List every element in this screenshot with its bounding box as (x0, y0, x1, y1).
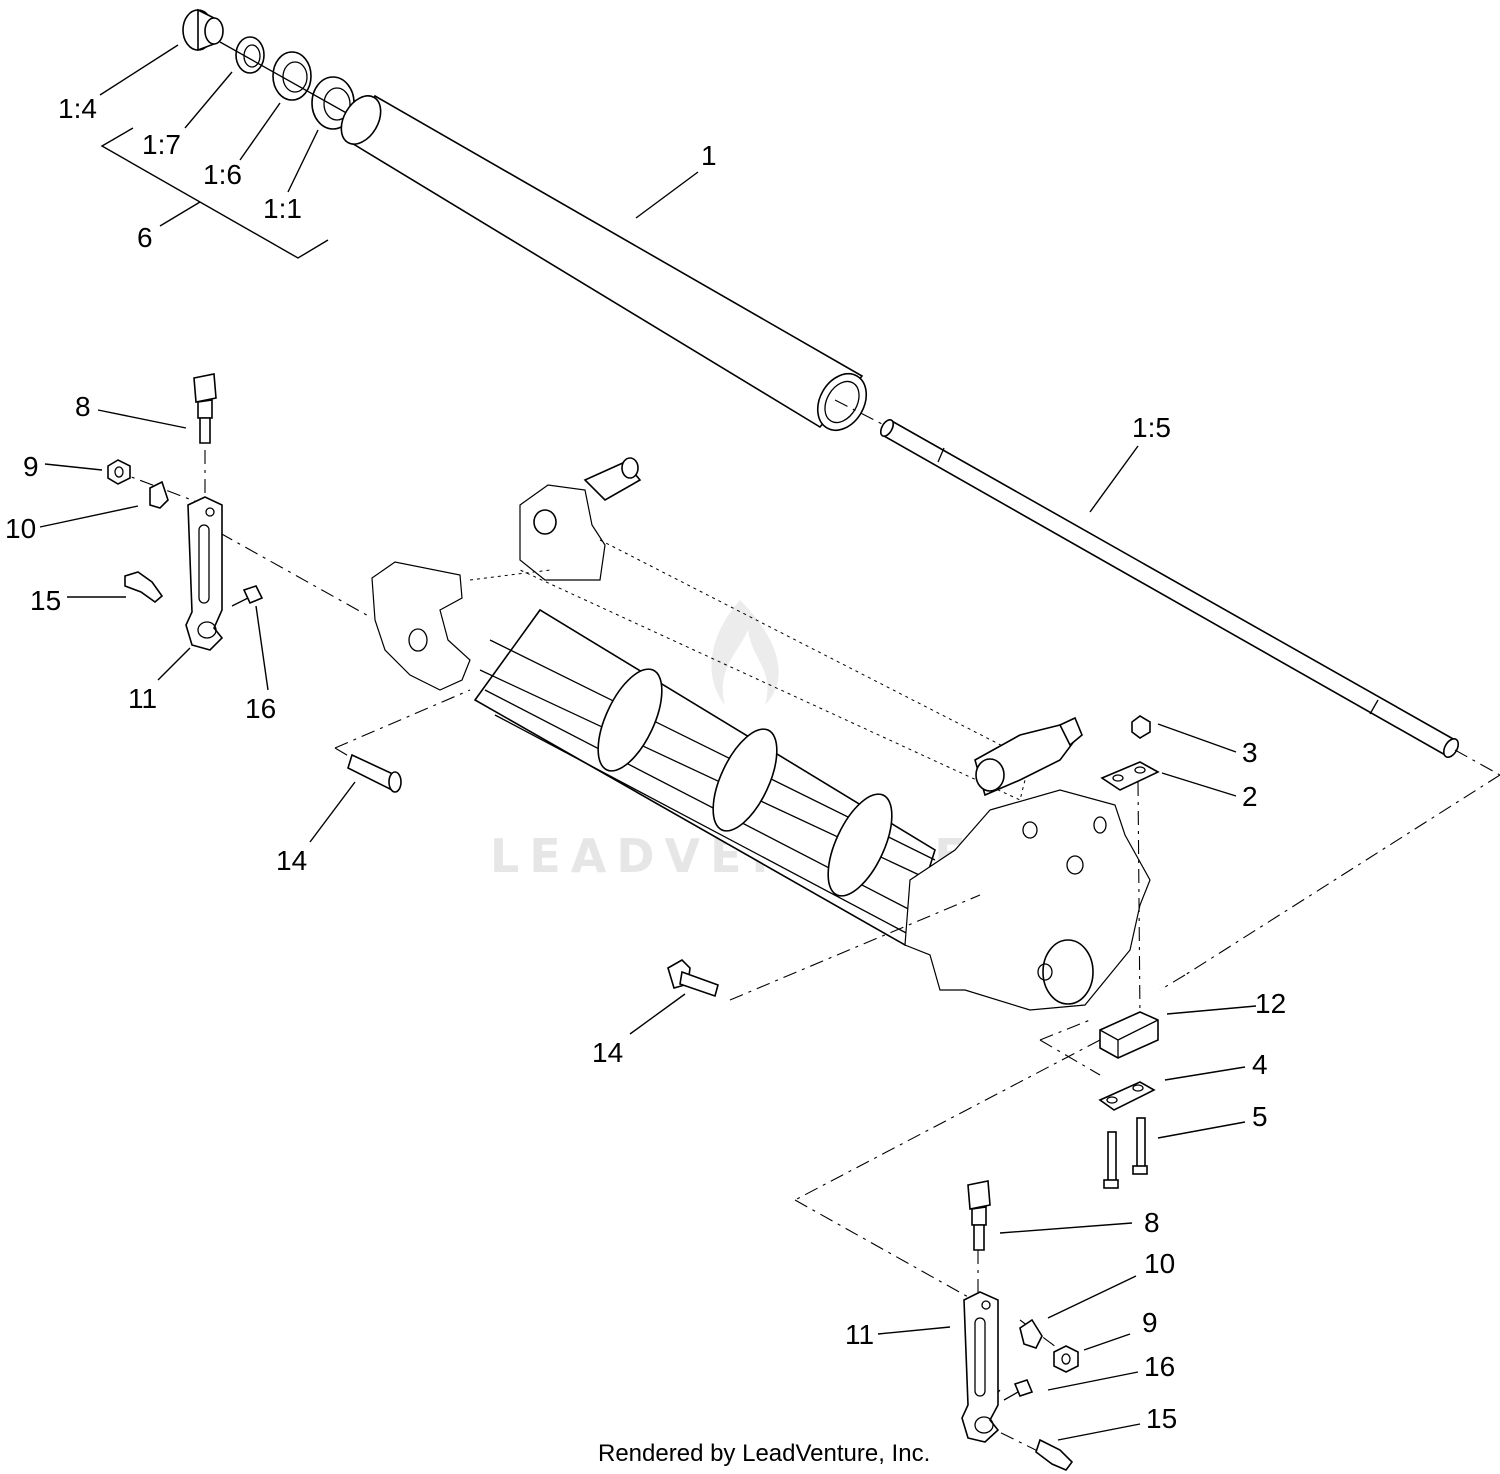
part-15-stud-bottom (1035, 1438, 1074, 1471)
callout-1: 1 (701, 140, 717, 171)
part-10-washer-bottom (1019, 1318, 1043, 1349)
leader-lines (39, 44, 1257, 1441)
watermark-flame-icon (711, 600, 779, 705)
callout-9-bottom: 9 (1142, 1307, 1158, 1338)
callout-1-1: 1:1 (263, 193, 302, 224)
callout-1-6: 1:6 (203, 159, 242, 190)
callout-4: 4 (1252, 1049, 1268, 1080)
callout-5: 5 (1252, 1101, 1268, 1132)
callout-16-bottom: 16 (1144, 1351, 1175, 1382)
part-11-arm-left (185, 496, 224, 651)
callout-1-7: 1:7 (142, 129, 181, 160)
part-5-bolts (1103, 1117, 1148, 1189)
part-9-nut-bottom (1053, 1345, 1079, 1373)
callout-14-left: 14 (276, 845, 307, 876)
callout-6: 6 (137, 222, 153, 253)
part-1-roller-tube (340, 94, 868, 432)
part-14-pin-bottom (667, 959, 719, 998)
left-arm-hardware (107, 373, 264, 651)
part-11-arm-bottom (961, 1291, 1000, 1443)
callout-11-bottom: 11 (845, 1319, 874, 1350)
part-1-7-seal (235, 36, 265, 74)
part-8-bolt-left (193, 373, 217, 444)
reel-frame (371, 457, 1151, 1011)
callout-8-top: 8 (75, 391, 91, 422)
callout-10-top: 10 (5, 513, 36, 544)
callout-15-bottom: 15 (1146, 1403, 1177, 1434)
callout-14-bottom: 14 (592, 1037, 623, 1068)
part-15-stud-left (124, 571, 164, 604)
part-16-screw-left (231, 585, 264, 607)
part-2-plate (1100, 761, 1160, 791)
callout-15-top: 15 (30, 585, 61, 616)
part-3-nut (1131, 715, 1151, 739)
part-12-block (1099, 1011, 1159, 1059)
part-4-clamp (1098, 1081, 1156, 1111)
part-8-bolt-bottom (967, 1180, 991, 1251)
callout-8-bottom: 8 (1144, 1207, 1160, 1238)
right-hardware (1098, 715, 1160, 1189)
part-10-washer-left (149, 480, 169, 509)
callout-3: 3 (1242, 737, 1258, 768)
callout-2: 2 (1242, 781, 1258, 812)
reel-blades (473, 608, 936, 947)
footer-credit: Rendered by LeadVenture, Inc. (598, 1440, 930, 1467)
callout-labels: 1:4 1:7 1:6 1:1 6 1 1:5 8 9 10 15 11 16 … (5, 93, 1286, 1434)
assembly-lines (112, 450, 1500, 1463)
bottom-arm-hardware (961, 1180, 1079, 1471)
callout-11-top: 11 (128, 683, 157, 714)
roller-assembly (100, 8, 1460, 758)
part-1-5-shaft (879, 418, 1460, 758)
callout-16-top: 16 (245, 693, 276, 724)
part-1-4-cap (182, 8, 224, 52)
part-1-6-bearing (272, 51, 312, 101)
part-14-pin-left (347, 753, 402, 793)
callout-9-top: 9 (23, 451, 39, 482)
part-16-screw-bottom (1003, 1379, 1034, 1401)
callout-1-4: 1:4 (58, 93, 97, 124)
callout-10-bottom: 10 (1144, 1248, 1175, 1279)
callout-1-5: 1:5 (1132, 412, 1171, 443)
part-9-nut-left (107, 459, 131, 485)
callout-12: 12 (1255, 988, 1286, 1019)
